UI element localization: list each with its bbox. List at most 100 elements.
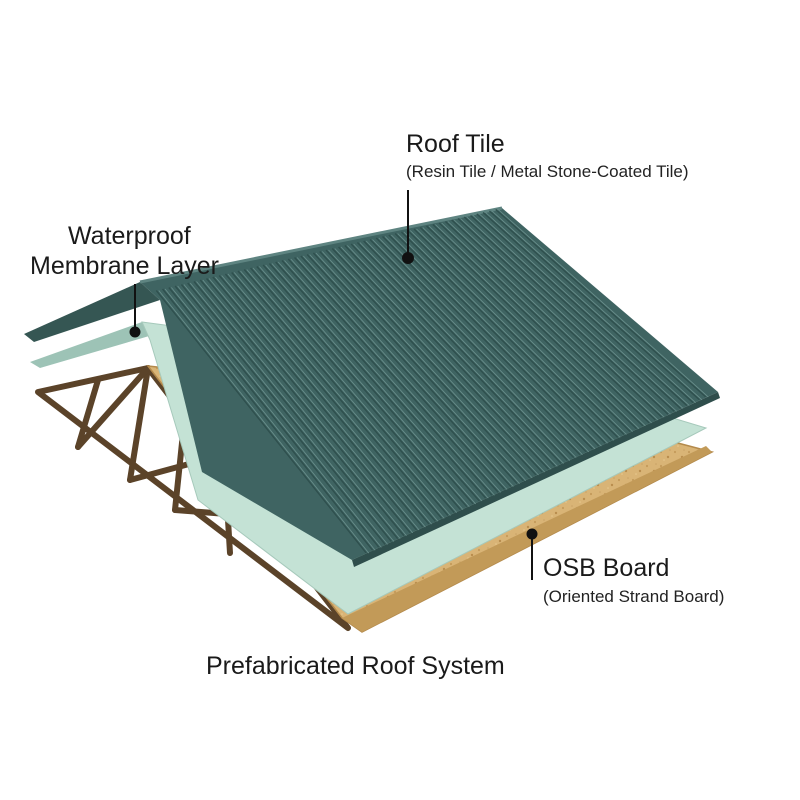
osb-dot — [526, 528, 538, 540]
corrugation-groove — [400, 231, 612, 441]
corrugation-highlight — [485, 212, 696, 403]
corrugation-highlight — [284, 260, 495, 496]
corrugation-highlight — [171, 287, 382, 548]
corrugation-highlight — [447, 221, 659, 421]
corrugation-groove — [256, 266, 468, 508]
corrugation-groove — [174, 285, 386, 545]
corrugation-highlight — [391, 234, 602, 447]
corrugation-groove — [482, 211, 694, 404]
corrugation-groove — [488, 210, 700, 401]
corrugation-highlight — [435, 224, 646, 427]
corrugation-highlight — [189, 282, 401, 539]
corrugation-highlight — [296, 257, 508, 490]
corrugation-groove — [294, 257, 506, 490]
corrugation-groove — [306, 254, 518, 485]
corrugation-highlight — [497, 209, 709, 398]
corrugation-groove — [382, 236, 594, 450]
corrugation-highlight — [315, 252, 527, 482]
corrugation-highlight — [252, 267, 464, 510]
corrugation-highlight — [441, 222, 652, 424]
corrugation-groove — [180, 284, 392, 542]
corrugation-highlight — [347, 245, 558, 467]
corrugation-groove — [426, 225, 638, 430]
corrugation-highlight — [265, 264, 476, 505]
corrugation-highlight — [303, 255, 514, 487]
corrugation-groove — [268, 263, 480, 502]
roof-tile-ridge — [139, 206, 503, 284]
corrugation-highlight — [340, 246, 552, 470]
corrugation-groove — [224, 273, 436, 522]
roof-tile-title: Roof Tile — [406, 130, 505, 158]
corrugation-highlight — [422, 227, 634, 432]
corrugation-groove — [193, 281, 405, 537]
corrugation-groove — [262, 264, 474, 505]
corrugation-highlight — [428, 225, 640, 430]
corrugation-highlight — [365, 240, 577, 458]
corrugation-groove — [350, 243, 562, 464]
corrugation-highlight — [246, 269, 458, 513]
corrugation-groove — [281, 260, 493, 496]
corrugation-groove — [331, 248, 543, 473]
corrugation-groove — [250, 267, 462, 511]
corrugation-groove — [231, 272, 443, 519]
roof-tile-layer — [140, 208, 718, 560]
corrugation-groove — [394, 233, 606, 444]
roof-tile-subtitle: (Resin Tile / Metal Stone-Coated Tile) — [406, 162, 689, 181]
membrane-dot — [129, 326, 141, 338]
corrugation-highlight — [453, 219, 665, 418]
corrugation-groove — [312, 252, 524, 482]
corrugation-highlight — [403, 231, 615, 441]
corrugation-groove — [243, 269, 455, 514]
corrugation-groove — [375, 237, 587, 453]
corrugation-groove — [212, 276, 424, 528]
corrugation-highlight — [183, 284, 395, 542]
corrugation-groove — [300, 255, 512, 488]
corrugation-highlight — [221, 275, 432, 525]
corrugation-highlight — [233, 272, 445, 519]
osb-title: OSB Board — [543, 554, 670, 582]
corrugation-groove — [419, 226, 631, 433]
corrugation-groove — [287, 258, 499, 493]
corrugation-highlight — [277, 261, 489, 499]
corrugation-groove — [363, 240, 575, 459]
corrugation-groove — [470, 214, 682, 409]
corrugation-groove — [407, 230, 619, 438]
corrugation-groove — [463, 216, 675, 412]
corrugation-highlight — [466, 216, 678, 412]
roof-tile-corrugation — [155, 208, 709, 554]
corrugation-groove — [356, 242, 568, 462]
corrugation-groove — [199, 279, 411, 534]
corrugation-groove — [344, 245, 556, 467]
roof-tile-left-flap — [24, 282, 160, 342]
corrugation-groove — [206, 278, 418, 531]
corrugation-highlight — [416, 228, 627, 435]
corrugation-groove — [338, 246, 550, 470]
corrugation-highlight — [290, 258, 502, 493]
corrugation-highlight — [397, 233, 608, 444]
corrugation-highlight — [359, 242, 571, 461]
corrugation-groove — [319, 251, 531, 479]
corrugation-highlight — [196, 281, 407, 537]
diagram-caption: Prefabricated Roof System — [206, 652, 505, 680]
corrugation-highlight — [309, 254, 520, 484]
corrugation-highlight — [472, 215, 684, 409]
corrugation-groove — [162, 288, 374, 551]
corrugation-highlight — [328, 249, 539, 476]
corrugation-groove — [432, 223, 644, 427]
membrane-title-line2: Membrane Layer — [30, 252, 219, 280]
corrugation-highlight — [479, 213, 690, 406]
corrugation-highlight — [321, 251, 533, 479]
membrane-title-line1: Waterproof — [68, 222, 191, 250]
corrugation-highlight — [460, 218, 671, 415]
corrugation-highlight — [164, 288, 376, 551]
corrugation-groove — [168, 287, 380, 548]
corrugation-groove — [413, 228, 625, 436]
corrugation-highlight — [177, 285, 388, 545]
osb-board-edge — [342, 446, 712, 632]
corrugation-groove — [444, 220, 656, 421]
corrugation-highlight — [409, 230, 621, 438]
corrugation-highlight — [353, 243, 564, 464]
corrugation-highlight — [240, 270, 451, 516]
membrane-left-strip — [30, 322, 156, 368]
